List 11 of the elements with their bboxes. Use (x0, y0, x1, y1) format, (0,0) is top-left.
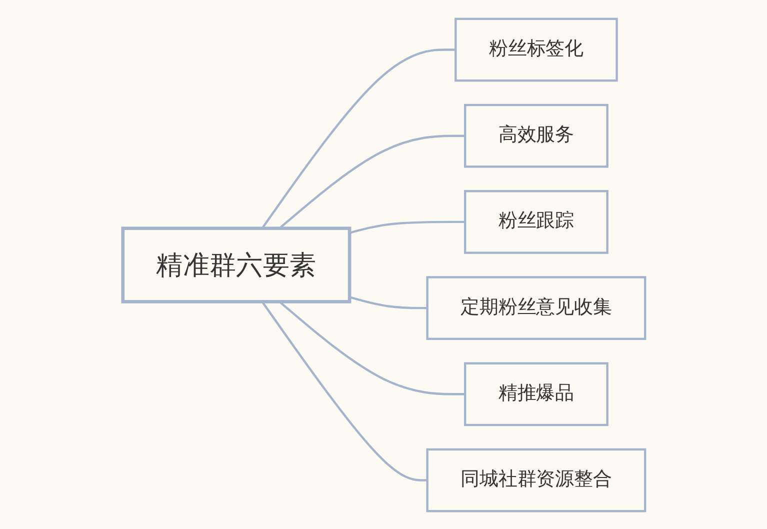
node-box: 定期粉丝意见收集 (426, 276, 646, 340)
connector (260, 48, 456, 228)
node-box: 精准群六要素 (120, 226, 351, 303)
node-box: 精推爆品 (464, 362, 608, 426)
node-box: 同城社群资源整合 (426, 448, 646, 512)
node-box: 粉丝标签化 (454, 17, 618, 82)
node-box: 粉丝跟踪 (464, 190, 608, 254)
node-box: 高效服务 (464, 103, 608, 168)
connector (260, 300, 427, 481)
connector (348, 220, 465, 234)
connector (348, 295, 427, 309)
